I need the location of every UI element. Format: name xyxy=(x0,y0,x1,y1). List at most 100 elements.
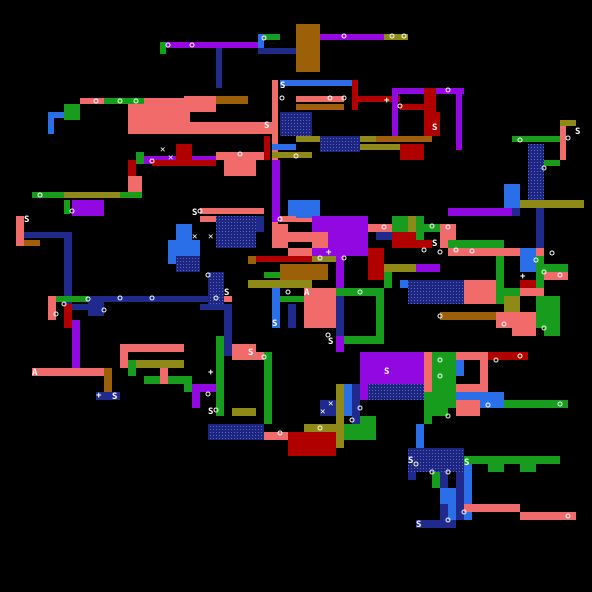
door-marker[interactable] xyxy=(37,192,43,198)
door-marker[interactable] xyxy=(445,469,451,475)
blocked-marker[interactable]: ✕ xyxy=(192,232,197,242)
door-marker[interactable] xyxy=(85,296,91,302)
door-marker[interactable] xyxy=(325,332,331,338)
blocked-marker[interactable]: ✕ xyxy=(208,232,213,242)
blocked-marker[interactable]: ✕ xyxy=(168,153,173,163)
door-marker[interactable] xyxy=(469,248,475,254)
save-point-marker[interactable]: S xyxy=(328,337,333,347)
blocked-marker[interactable]: ✕ xyxy=(328,399,333,409)
door-marker[interactable] xyxy=(213,295,219,301)
save-point-marker[interactable]: S xyxy=(575,127,580,137)
door-marker[interactable] xyxy=(485,402,491,408)
door-marker[interactable] xyxy=(565,513,571,519)
door-marker[interactable] xyxy=(445,87,451,93)
door-marker[interactable] xyxy=(357,289,363,295)
door-marker[interactable] xyxy=(557,272,563,278)
door-marker[interactable] xyxy=(61,301,67,307)
door-marker[interactable] xyxy=(445,413,451,419)
item-marker[interactable]: + xyxy=(326,248,332,258)
door-marker[interactable] xyxy=(437,313,443,319)
door-marker[interactable] xyxy=(317,255,323,261)
door-marker[interactable] xyxy=(429,223,435,229)
door-marker[interactable] xyxy=(533,257,539,263)
door-marker[interactable] xyxy=(277,216,283,222)
save-point-marker[interactable]: S xyxy=(464,458,469,468)
door-marker[interactable] xyxy=(213,407,219,413)
door-marker[interactable] xyxy=(205,391,211,397)
door-marker[interactable] xyxy=(445,517,451,523)
door-marker[interactable] xyxy=(541,269,547,275)
door-marker[interactable] xyxy=(261,354,267,360)
door-marker[interactable] xyxy=(357,405,363,411)
door-marker[interactable] xyxy=(453,247,459,253)
door-marker[interactable] xyxy=(341,255,347,261)
door-marker[interactable] xyxy=(93,98,99,104)
door-marker[interactable] xyxy=(117,295,123,301)
door-marker[interactable] xyxy=(421,247,427,253)
door-marker[interactable] xyxy=(341,33,347,39)
door-marker[interactable] xyxy=(429,469,435,475)
door-marker[interactable] xyxy=(327,95,333,101)
door-marker[interactable] xyxy=(565,135,571,141)
door-marker[interactable] xyxy=(401,33,407,39)
save-point-marker[interactable]: S xyxy=(272,319,277,329)
save-point-marker[interactable]: S xyxy=(248,348,253,358)
item-marker[interactable]: + xyxy=(208,368,214,378)
door-marker[interactable] xyxy=(133,98,139,104)
door-marker[interactable] xyxy=(397,103,403,109)
door-marker[interactable] xyxy=(437,249,443,255)
door-marker[interactable] xyxy=(205,272,211,278)
area-marker[interactable]: A xyxy=(304,288,310,298)
save-point-marker[interactable]: S xyxy=(280,81,285,91)
save-point-marker[interactable]: S xyxy=(432,123,437,133)
blocked-marker[interactable]: ✕ xyxy=(160,145,165,155)
door-marker[interactable] xyxy=(165,42,171,48)
door-marker[interactable] xyxy=(461,509,467,515)
door-marker[interactable] xyxy=(381,224,387,230)
door-marker[interactable] xyxy=(549,250,555,256)
save-point-marker[interactable]: S xyxy=(416,520,421,530)
door-marker[interactable] xyxy=(237,151,243,157)
save-point-marker[interactable]: S xyxy=(192,208,197,218)
area-marker[interactable]: A xyxy=(32,368,38,378)
door-marker[interactable] xyxy=(341,95,347,101)
blocked-marker[interactable]: ✕ xyxy=(320,407,325,417)
save-point-marker[interactable]: S xyxy=(384,367,389,377)
door-marker[interactable] xyxy=(261,35,267,41)
save-point-marker[interactable]: S xyxy=(112,392,117,402)
door-marker[interactable] xyxy=(149,295,155,301)
door-marker[interactable] xyxy=(493,357,499,363)
door-marker[interactable] xyxy=(197,208,203,214)
door-marker[interactable] xyxy=(277,430,283,436)
door-marker[interactable] xyxy=(557,401,563,407)
door-marker[interactable] xyxy=(413,461,419,467)
save-point-marker[interactable]: S xyxy=(224,288,229,298)
door-marker[interactable] xyxy=(389,33,395,39)
save-point-marker[interactable]: S xyxy=(264,121,269,131)
save-point-marker[interactable]: S xyxy=(24,215,29,225)
door-marker[interactable] xyxy=(317,425,323,431)
door-marker[interactable] xyxy=(541,165,547,171)
door-marker[interactable] xyxy=(517,353,523,359)
door-marker[interactable] xyxy=(69,208,75,214)
door-marker[interactable] xyxy=(101,307,107,313)
door-marker[interactable] xyxy=(285,289,291,295)
door-marker[interactable] xyxy=(541,325,547,331)
door-marker[interactable] xyxy=(437,357,443,363)
door-marker[interactable] xyxy=(53,311,59,317)
item-marker[interactable]: + xyxy=(520,272,526,282)
door-marker[interactable] xyxy=(189,42,195,48)
door-marker[interactable] xyxy=(517,137,523,143)
item-marker[interactable]: + xyxy=(384,96,390,106)
door-marker[interactable] xyxy=(293,153,299,159)
save-point-marker[interactable]: S xyxy=(432,239,437,249)
save-point-marker[interactable]: S xyxy=(408,456,413,466)
door-marker[interactable] xyxy=(117,98,123,104)
item-marker[interactable]: + xyxy=(96,391,102,401)
door-marker[interactable] xyxy=(349,417,355,423)
door-marker[interactable] xyxy=(149,158,155,164)
door-marker[interactable] xyxy=(501,321,507,327)
door-marker[interactable] xyxy=(279,95,285,101)
door-marker[interactable] xyxy=(437,373,443,379)
door-marker[interactable] xyxy=(445,224,451,230)
